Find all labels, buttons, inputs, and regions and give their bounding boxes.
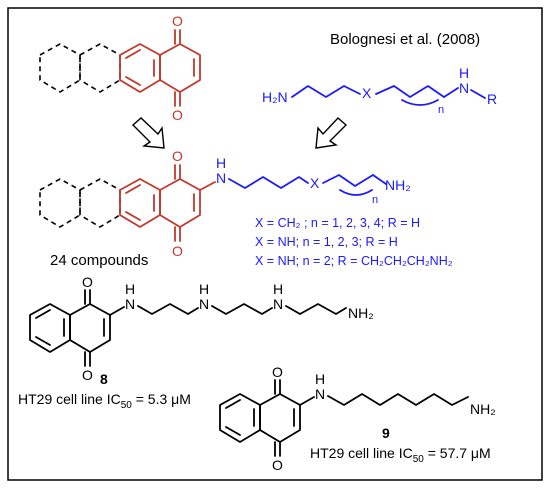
amine-n-label: N (273, 296, 283, 312)
x-label: X (310, 175, 320, 191)
ic50-prefix: HT29 cell line IC (310, 445, 413, 461)
ic50-value: = 57.7 μM (424, 445, 491, 461)
ic50-subscript: 50 (121, 400, 133, 411)
nh2-label: NH₂ (470, 401, 496, 417)
oxygen-label: O (172, 243, 183, 259)
scaffold-structure: O O (39, 13, 201, 123)
substituent-rule: X = NH; n = 2; R = CH₂CH₂CH₂NH₂ (255, 254, 453, 268)
repeat-bracket (401, 99, 439, 106)
amine-h-label: H (199, 281, 209, 297)
nh2-label: NH₂ (348, 305, 374, 321)
oxygen-label: O (272, 457, 283, 473)
nh-h-label: H (459, 65, 469, 81)
compound-count-label: 24 compounds (50, 252, 148, 269)
nh-n-label: N (459, 80, 469, 96)
ic50-subscript: 50 (413, 454, 425, 465)
nh-n-label: N (216, 170, 226, 186)
n-subscript: n (438, 104, 444, 116)
amine-h-label: H (273, 281, 283, 297)
h2n-label: H₂N (262, 89, 288, 105)
dashed-ring-outer (39, 43, 81, 93)
citation-label: Bolognesi et al. (2008) (330, 31, 480, 48)
amine-h-label: H (125, 281, 135, 297)
nh-h-label: H (216, 155, 226, 171)
oxygen-label: O (172, 13, 183, 29)
compound-number: 8 (100, 371, 108, 387)
substituent-rule: X = NH; n = 1, 2, 3; R = H (255, 235, 398, 249)
oxygen-label: O (172, 107, 183, 123)
x-label: X (362, 85, 372, 101)
conjugate-structure: O O H N X n NH₂ X = CH₂ ; n = 1, 2, 3, 4… (39, 148, 453, 269)
n-subscript: n (372, 194, 378, 206)
figure-frame (7, 7, 543, 481)
compound-number: 9 (382, 425, 390, 441)
ic50-label: HT29 cell line IC50 = 5.3 μM (18, 391, 191, 411)
arrow-right (315, 117, 348, 149)
nh2-label: NH₂ (385, 177, 411, 193)
repeat-bracket (339, 189, 373, 196)
polyamine-structure: H₂N X n H N R (262, 65, 497, 116)
ic50-value: = 5.3 μM (132, 391, 191, 407)
substituent-rule: X = CH₂ ; n = 1, 2, 3, 4; R = H (255, 216, 420, 230)
nh-h-label: H (315, 371, 325, 387)
ic50-label: HT29 cell line IC50 = 57.7 μM (310, 445, 491, 465)
oxygen-label: O (272, 364, 283, 380)
oxygen-label: O (82, 274, 93, 290)
ic50-prefix: HT29 cell line IC (18, 391, 121, 407)
compound-8-structure: O O H N H N H N NH₂ 8 HT29 cell line IC5… (18, 274, 374, 411)
compound-9-structure: O O H N NH₂ 9 HT29 cell line IC50 = 57.7… (219, 364, 496, 473)
amine-n-label: N (199, 296, 209, 312)
r-label: R (487, 91, 497, 107)
oxygen-label: O (82, 367, 93, 383)
oxygen-label: O (172, 148, 183, 164)
arrow-left (131, 117, 165, 149)
dashed-ring-middle (79, 43, 121, 93)
nh-n-label: N (315, 386, 325, 402)
amine-n-label: N (125, 296, 135, 312)
